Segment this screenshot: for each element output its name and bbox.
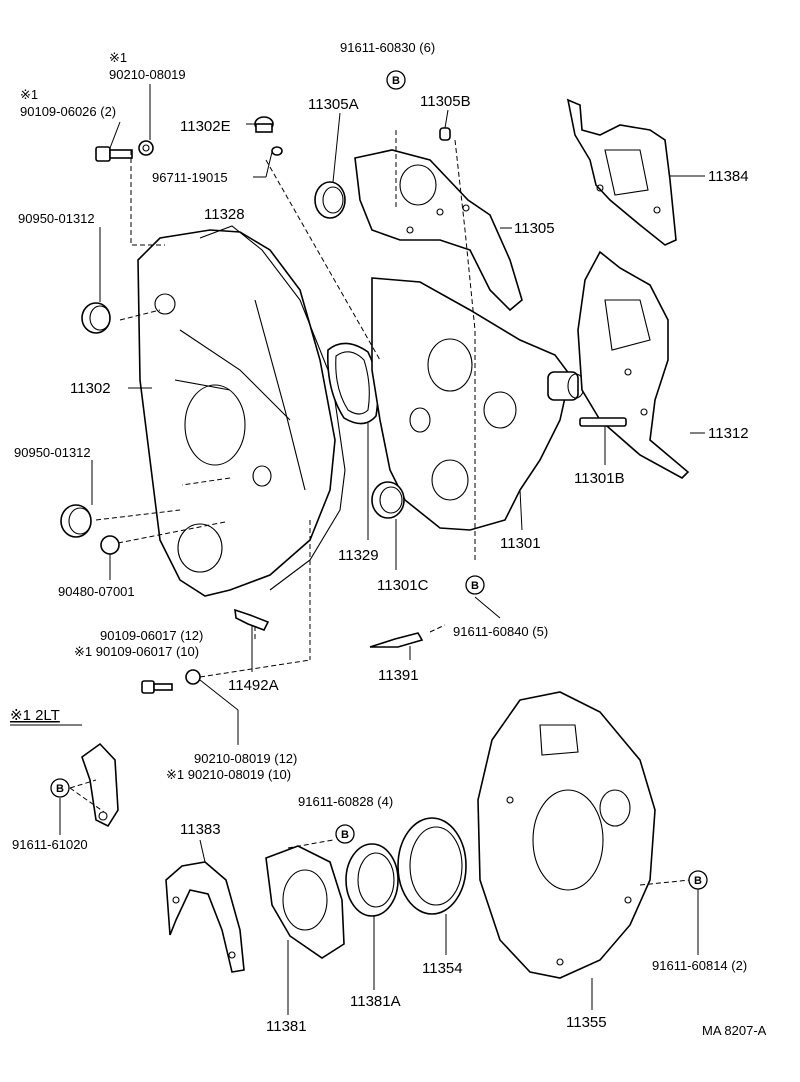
washer-90210-08019 bbox=[138, 140, 154, 156]
plug-90950-01312-lower bbox=[60, 504, 92, 538]
label-11383: 11383 bbox=[180, 821, 221, 838]
label-91611-60830: 91611-60830 (6) bbox=[340, 40, 435, 55]
sensor-11391 bbox=[369, 632, 424, 648]
pin-11305B bbox=[439, 127, 451, 141]
label-2lt: ※1 2LT bbox=[10, 707, 60, 724]
label-11355: 11355 bbox=[566, 1014, 607, 1031]
label-91611-60814: 91611-60814 (2) bbox=[652, 958, 747, 973]
bolt-90109-06026 bbox=[95, 146, 133, 162]
badge-b-5: B bbox=[688, 870, 708, 890]
gasket-11312 bbox=[577, 250, 690, 479]
svg-text:B: B bbox=[341, 829, 349, 841]
badge-b-1: B bbox=[386, 70, 406, 90]
stud-11301B bbox=[579, 417, 627, 427]
bolt-90109-06017 bbox=[141, 680, 173, 694]
case-11305 bbox=[354, 149, 523, 312]
end-plate-11355 bbox=[477, 691, 656, 979]
oil-seal-11301C bbox=[371, 481, 405, 519]
label-90109-06017-note: ※1 90109-06017 (10) bbox=[74, 644, 199, 659]
label-11302: 11302 bbox=[70, 380, 111, 397]
seal-11329 bbox=[327, 342, 379, 425]
svg-text:B: B bbox=[694, 875, 702, 887]
plug-90950-01312-upper bbox=[81, 302, 111, 334]
retainer-11381 bbox=[265, 845, 345, 959]
gear-case-11301 bbox=[371, 277, 585, 531]
dashed-alignment-lines bbox=[69, 130, 691, 886]
badge-b-3: B bbox=[50, 778, 70, 798]
leader-lines bbox=[59, 84, 705, 1015]
timing-cover-11302 bbox=[137, 229, 336, 597]
oil-seal-11381A bbox=[345, 843, 399, 917]
label-11329: 11329 bbox=[338, 547, 379, 564]
label-11301: 11301 bbox=[500, 535, 541, 552]
label-11302E: 11302E bbox=[180, 118, 231, 135]
o-ring-96711-19015 bbox=[271, 146, 283, 156]
label-11305A: 11305A bbox=[308, 96, 359, 113]
plug-90480-07001 bbox=[100, 535, 120, 555]
label-11354: 11354 bbox=[422, 960, 463, 977]
label-90480-07001: 90480-07001 bbox=[58, 584, 135, 599]
svg-text:B: B bbox=[56, 783, 64, 795]
label-90210-08019-top: 90210-08019 bbox=[109, 67, 186, 82]
label-11305: 11305 bbox=[514, 220, 555, 237]
label-90109-06026: 90109-06026 (2) bbox=[20, 104, 116, 119]
seal-11354 bbox=[397, 817, 467, 915]
label-90109-06017: 90109-06017 (12) bbox=[100, 628, 203, 643]
label-11328: 11328 bbox=[204, 206, 245, 223]
label-11301B: 11301B bbox=[574, 470, 625, 487]
gasket-11384 bbox=[566, 98, 677, 246]
label-p1-note: ※1 bbox=[109, 50, 127, 65]
label-ma-8207-a: MA 8207-A bbox=[702, 1023, 767, 1038]
label-11381: 11381 bbox=[266, 1018, 307, 1035]
plate-11383 bbox=[165, 861, 245, 973]
label-90950-01312-upper: 90950-01312 bbox=[18, 211, 95, 226]
label-p2-note: ※1 bbox=[20, 87, 38, 102]
label-90950-01312-lower: 90950-01312 bbox=[14, 445, 91, 460]
label-91611-61020: 91611-61020 bbox=[12, 837, 88, 852]
plug-11302E bbox=[254, 116, 274, 133]
label-11391: 11391 bbox=[378, 667, 419, 684]
label-90210-08019-b: 90210-08019 (12) bbox=[194, 751, 297, 766]
label-11492A: 11492A bbox=[228, 677, 279, 694]
bracket-2lt bbox=[81, 742, 119, 828]
label-11301C: 11301C bbox=[377, 577, 429, 594]
oil-seal-11305A bbox=[314, 181, 346, 219]
label-11384: 11384 bbox=[708, 168, 749, 185]
badge-b-4: B bbox=[335, 824, 355, 844]
label-90210-08019-note: ※1 90210-08019 (10) bbox=[166, 767, 291, 782]
svg-text:B: B bbox=[471, 580, 479, 592]
svg-text:B: B bbox=[392, 75, 400, 87]
label-96711-19015: 96711-19015 bbox=[152, 170, 228, 185]
label-11312: 11312 bbox=[708, 425, 749, 442]
label-11305B: 11305B bbox=[420, 93, 471, 110]
bracket-11492A bbox=[234, 608, 270, 632]
part-labels: ※1 90210-08019 ※1 90109-06026 (2) 90950-… bbox=[10, 40, 767, 1038]
label-91611-60840: 91611-60840 (5) bbox=[453, 624, 548, 639]
label-11381A: 11381A bbox=[350, 993, 401, 1010]
badge-b-2: B bbox=[465, 575, 485, 595]
label-91611-60828: 91611-60828 (4) bbox=[298, 794, 393, 809]
washer-90210-08019-b bbox=[185, 669, 201, 685]
